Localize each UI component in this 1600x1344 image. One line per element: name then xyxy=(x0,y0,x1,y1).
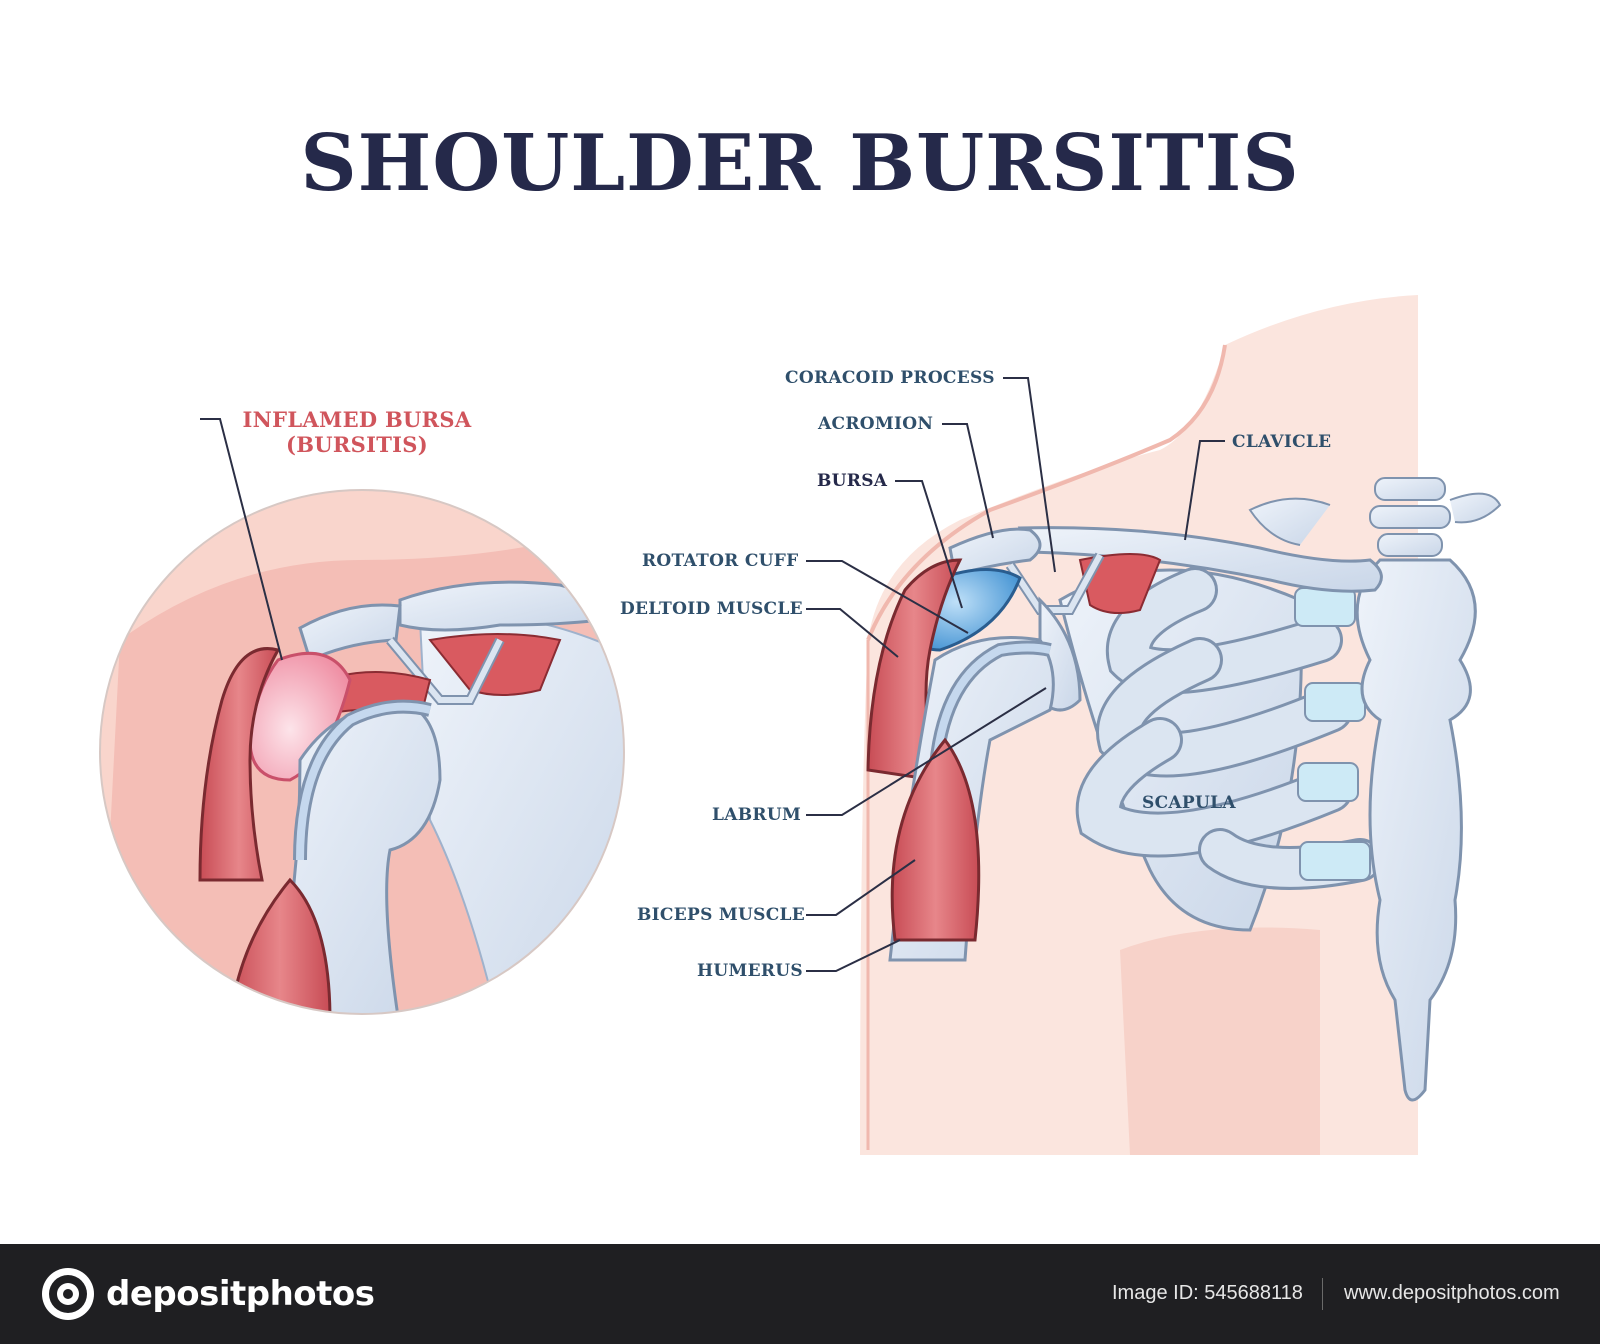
brand-logo-icon xyxy=(42,1268,94,1320)
site-url[interactable]: www.depositphotos.com xyxy=(1344,1282,1560,1304)
sternum-spine xyxy=(1248,477,1502,1102)
deltoid-muscle-label: DELTOID MUSCLE xyxy=(620,599,803,619)
brand-name: depositphotos xyxy=(106,1274,375,1314)
brand[interactable]: depositphotos xyxy=(40,1266,375,1322)
biceps-muscle-label: BICEPS MUSCLE xyxy=(637,905,806,925)
acromion-inset xyxy=(298,580,602,663)
acromion-label: ACROMION xyxy=(818,414,934,434)
bursa-label: BURSA xyxy=(817,471,888,491)
clavicle-label: CLAVICLE xyxy=(1232,432,1332,452)
footer-divider xyxy=(1322,1278,1323,1310)
inflamed-bursa-label: INFLAMED BURSA (BURSITIS) xyxy=(232,407,482,457)
labrum-label: LABRUM xyxy=(712,805,802,825)
humerus-label: HUMERUS xyxy=(697,961,803,981)
scapula-label: SCAPULA xyxy=(1142,793,1236,813)
biceps-muscle xyxy=(890,737,981,942)
footer-bar: depositphotos Image ID: 545688118 www.de… xyxy=(0,1244,1600,1344)
image-id: Image ID: 545688118 xyxy=(1112,1282,1303,1304)
ribs xyxy=(1075,567,1382,890)
diagram-title: SHOULDER BURSITIS xyxy=(300,118,1300,209)
inset-circle xyxy=(99,489,625,1015)
inflamed-bursa-label-line2: (BURSITIS) xyxy=(286,432,428,457)
coracoid-process-label: CORACOID PROCESS xyxy=(785,368,995,388)
clavicle xyxy=(1017,526,1383,593)
rotator-cuff-label: ROTATOR CUFF xyxy=(642,551,799,571)
anatomy-illustration xyxy=(99,295,1502,1155)
inflamed-bursa-label-line1: INFLAMED BURSA xyxy=(242,407,472,432)
leader-lines xyxy=(200,377,1225,972)
